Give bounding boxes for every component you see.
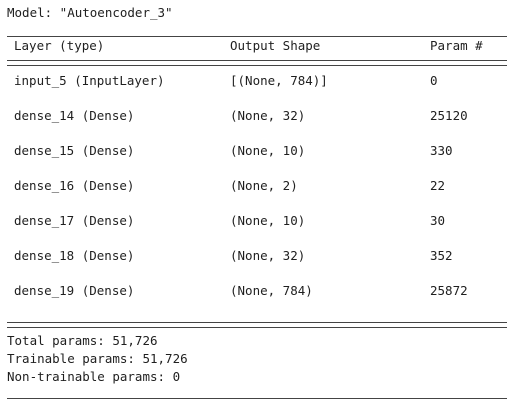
output-shape: (None, 784) [230, 283, 313, 298]
layer-name: dense_17 (Dense) [14, 213, 135, 228]
non-trainable-params: Non-trainable params: 0 [7, 369, 181, 384]
total-params: Total params: 51,726 [7, 333, 158, 348]
output-shape: [(None, 784)] [230, 73, 328, 88]
param-count: 30 [430, 213, 446, 228]
layer-name: dense_16 (Dense) [14, 178, 135, 193]
trainable-params: Trainable params: 51,726 [7, 351, 188, 366]
layer-name: input_5 (InputLayer) [14, 73, 165, 88]
summary-double-rule [7, 322, 507, 328]
output-shape: (None, 10) [230, 213, 306, 228]
layer-name: dense_19 (Dense) [14, 283, 135, 298]
output-shape: (None, 32) [230, 248, 306, 263]
header-param-count: Param # [430, 38, 483, 53]
param-count: 22 [430, 178, 446, 193]
layer-name: dense_14 (Dense) [14, 108, 135, 123]
param-count: 25872 [430, 283, 468, 298]
model-title: Model: "Autoencoder_3" [7, 5, 173, 20]
layer-name: dense_15 (Dense) [14, 143, 135, 158]
header-double-rule [7, 60, 507, 66]
output-shape: (None, 2) [230, 178, 298, 193]
output-shape: (None, 32) [230, 108, 306, 123]
layer-name: dense_18 (Dense) [14, 248, 135, 263]
top-rule [7, 36, 507, 37]
header-layer: Layer (type) [14, 38, 105, 53]
bottom-rule [7, 398, 507, 399]
header-output-shape: Output Shape [230, 38, 321, 53]
param-count: 0 [430, 73, 438, 88]
param-count: 352 [430, 248, 453, 263]
output-shape: (None, 10) [230, 143, 306, 158]
param-count: 330 [430, 143, 453, 158]
param-count: 25120 [430, 108, 468, 123]
